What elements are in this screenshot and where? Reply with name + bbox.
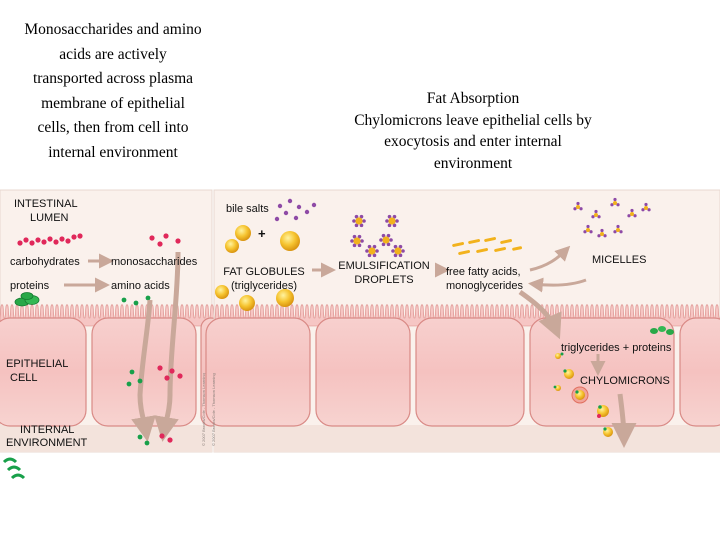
right-epithelial-cell [415,317,525,427]
chylomicron-particles [553,352,613,437]
left-credit: © 2007 Brooks/Cole - Thomson Learning [201,373,206,446]
amino-acid-transport-arrow [131,299,156,442]
left-caption-line: cells, then from cell into [37,119,189,136]
right-caption-title: Fat Absorption [426,90,520,107]
amino-acids-label: amino acids [111,280,170,292]
plus-sign: + [258,226,266,241]
left-caption-line: transported across plasma [32,70,194,87]
monosaccharide-transport-arrow [154,251,181,442]
left-caption: Monosaccharides and amino acids are acti… [4,18,222,165]
epithelial-cell-label: CELL [10,372,38,384]
right-panel: bile salts + FAT GLOBULES (triglycerides… [205,189,720,453]
right-caption-line: Chylomicrons leave epithelial cells by [354,111,592,129]
proteins-label: proteins [10,280,50,292]
epithelial-cell-label: EPITHELIAL [6,358,68,370]
amino-acid-dots [121,295,151,306]
chylomicrons-label: CHYLOMICRONS [580,375,670,387]
fatty-acid-streaks [452,237,523,255]
protein-blob [14,292,40,307]
internal-molecules [137,433,173,446]
right-epithelial-cell [205,317,311,427]
right-credit: © 2007 Brooks/Cole - Thomson Learning [211,373,216,446]
internal-environment-label: INTERNAL [20,424,74,436]
emulsification-droplet-cluster [350,214,405,258]
fatty-acid-uptake-arrow [518,289,562,340]
left-panel: INTESTINAL LUMEN carbohydrates monosacch… [0,189,222,453]
free-fatty-acids-label: monoglycerides [446,280,524,292]
internal-environment-label: ENVIRONMENT [6,437,88,449]
left-caption-line: acids are actively [59,45,167,63]
bile-salt-dots [274,198,317,222]
carbohydrates-label: carbohydrates [10,256,80,268]
micelle-cluster [573,197,651,238]
left-caption-line: internal environment [48,143,178,161]
protein-fragments-in-cell [650,326,674,335]
fat-globules [215,225,300,311]
left-caption-line: Monosaccharides and amino [24,21,202,38]
carbohydrate-chain [17,233,83,246]
monosaccharide-dots [149,233,181,247]
micelles-label: MICELLES [592,254,646,266]
loose-protein-fragments [2,457,26,480]
right-caption-line: exocytosis and enter internal [384,133,562,150]
fatty-acid-to-micelle-arrow [529,245,571,272]
bile-salts-label: bile salts [226,203,269,215]
micelle-to-fatty-acid-arrow [528,277,587,293]
right-epithelial-cell [315,317,411,427]
right-caption: Fat Absorption Chylomicrons leave epithe… [330,88,616,174]
right-epithelial-cell [679,317,720,427]
intestinal-lumen-label: INTESTINAL [14,198,78,210]
emulsification-label: DROPLETS [354,274,413,286]
intestinal-lumen-label: LUMEN [30,212,69,224]
fat-globules-label: (triglycerides) [231,280,297,292]
fat-globules-label: FAT GLOBULES [223,266,305,278]
monosaccharides-label: monosaccharides [111,256,198,268]
triglycerides-proteins-label: triglycerides + proteins [561,342,672,354]
right-internal-background [214,425,720,452]
left-epithelial-cell [0,317,87,427]
right-caption-line: environment [433,154,513,172]
free-fatty-acids-label: free fatty acids, [446,266,521,278]
chylomicron-exocytosis-arrow [611,393,637,448]
cell-molecules [126,365,183,387]
left-caption-line: membrane of epithelial [41,94,185,112]
emulsification-label: EMULSIFICATION [338,260,430,272]
